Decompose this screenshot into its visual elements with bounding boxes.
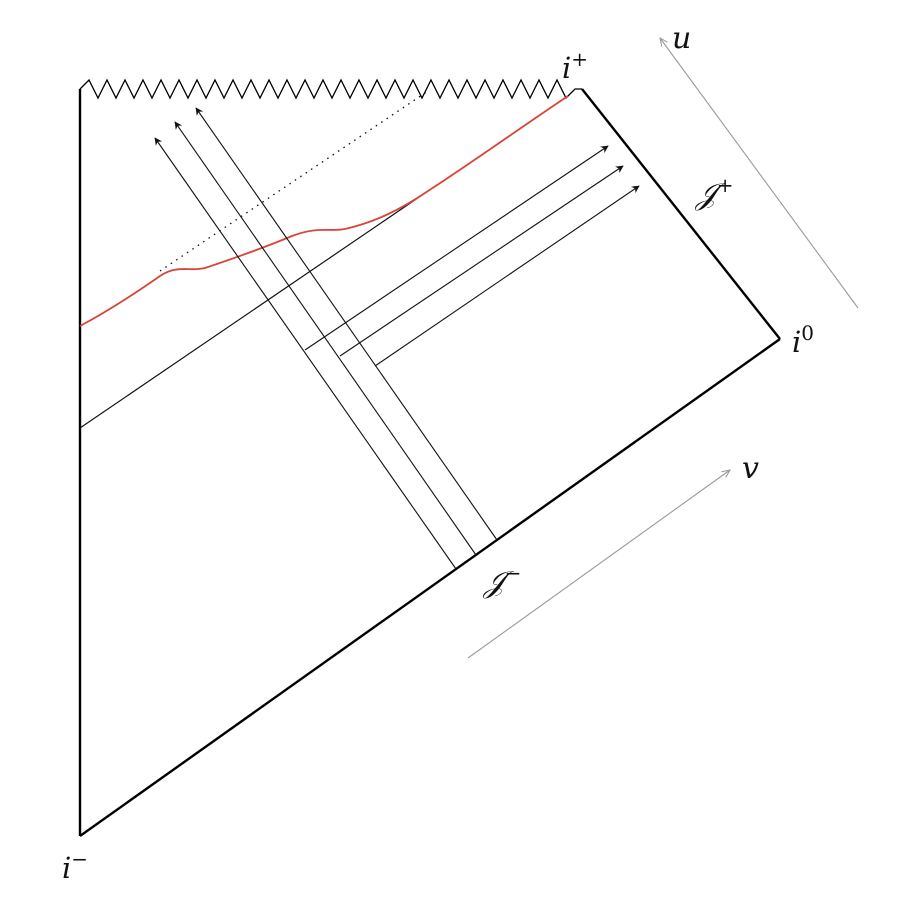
label-scri-minus: 𝒥−	[482, 561, 521, 600]
label-i-minus: i−	[62, 847, 88, 885]
apparent-horizon-curve	[79, 95, 569, 327]
singularity-zigzag	[79, 78, 582, 100]
u-axis-arrow	[660, 38, 859, 309]
past-null-infinity-line	[79, 338, 781, 837]
outgoing-ray-2	[339, 165, 624, 357]
label-i-zero: i0	[792, 321, 814, 359]
ingoing-ray-1	[154, 137, 457, 570]
outgoing-ray-3	[374, 185, 640, 367]
label-i-plus: i+	[562, 47, 588, 85]
v-axis-arrow	[467, 470, 730, 659]
label-u-axis: u	[672, 21, 691, 56]
event-horizon-solid	[79, 190, 429, 429]
ingoing-ray-3	[195, 107, 498, 541]
outgoing-ray-1	[304, 145, 609, 351]
ingoing-ray-2	[174, 121, 477, 556]
horizon-dotted-continuation	[159, 90, 429, 272]
future-null-infinity-line	[581, 88, 781, 340]
label-scri-plus: 𝒥+	[694, 173, 733, 212]
label-v-axis: v	[742, 451, 759, 486]
